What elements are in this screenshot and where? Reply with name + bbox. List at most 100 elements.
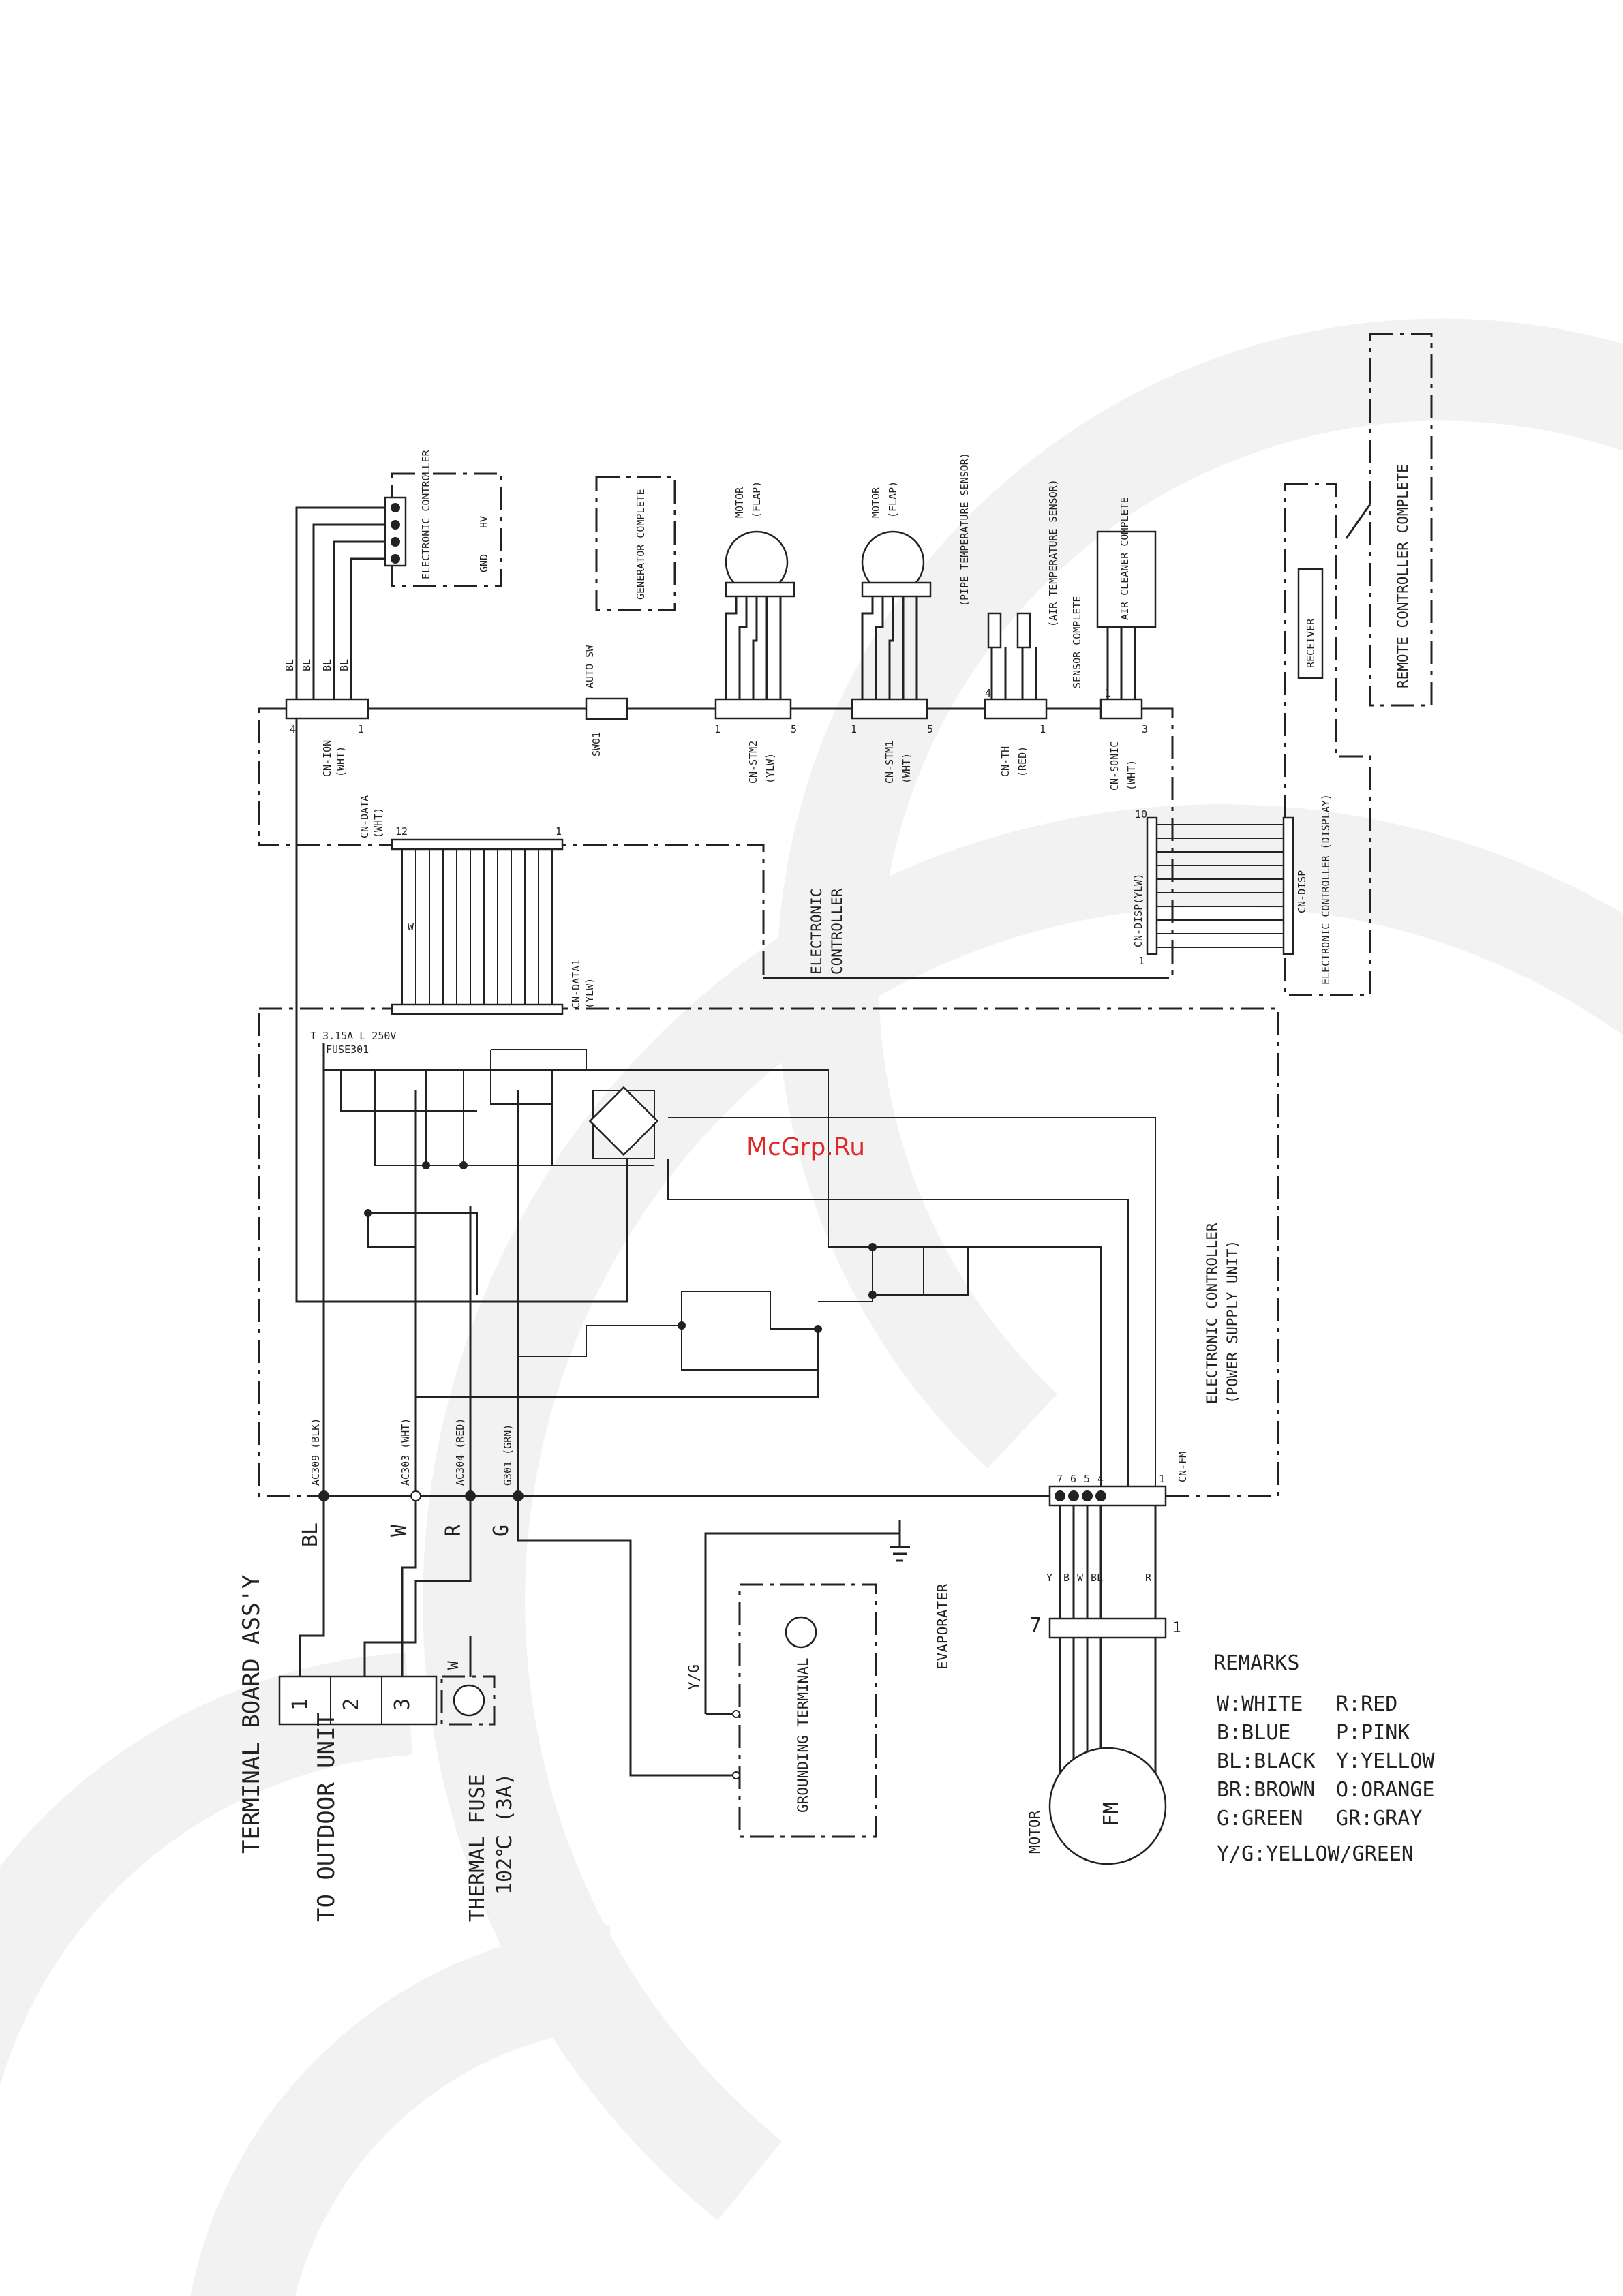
auto-switch[interactable]	[585, 697, 628, 720]
terminal-3-label: 3	[391, 1698, 414, 1711]
auto-sw-label: AUTO SW	[583, 645, 596, 688]
cn-ion-color: (WHT)	[335, 746, 347, 777]
terminal-board-title: TERMINAL BOARD ASS'Y	[238, 1575, 265, 1854]
air-cleaner-label: AIR CLEANER COMPLETE	[1119, 497, 1131, 620]
cn-th-pin-4: 4	[985, 687, 991, 699]
cn-stm2-pin-5: 5	[791, 723, 797, 735]
pipe-sensor-glyph	[987, 612, 1002, 649]
cn-disp-ylw-label: CN-DISP(YLW)	[1132, 874, 1144, 947]
air-sensor-label: (AIR TEMPERATURE SENSOR)	[1047, 479, 1059, 627]
remark-yellow: Y:YELLOW	[1336, 1749, 1435, 1773]
wire-w2-label: W	[445, 1661, 461, 1670]
air-cleaner-box	[1096, 530, 1157, 628]
power-unit-sub: (POWER SUPPLY UNIT)	[1224, 1240, 1241, 1404]
wire-bl-label: BL	[299, 1522, 322, 1547]
thermal-fuse-enclosure	[440, 1675, 496, 1726]
cn-data-label: CN-DATA	[359, 795, 371, 838]
pipe-sensor-label: (PIPE TEMPERATURE SENSOR)	[958, 453, 971, 607]
cn-disp-connector	[1282, 816, 1294, 955]
cn-ion-label: CN-ION	[321, 740, 333, 777]
cn-ion-wire-2: BL	[301, 659, 313, 671]
motor-wire-b: B	[1063, 1572, 1070, 1584]
fm-label: FM	[1099, 1802, 1123, 1826]
cn-fm-pin-5: 5	[1084, 1473, 1090, 1485]
remark-white: W:WHITE	[1217, 1692, 1303, 1716]
motor-connector	[1048, 1617, 1167, 1639]
remark-black: BL:BLACK	[1217, 1749, 1316, 1773]
remark-pink: P:PINK	[1336, 1721, 1410, 1745]
motor-flap-1-sub: (FLAP)	[887, 481, 899, 518]
ion-hv-label: HV	[478, 516, 490, 528]
bridge-rectifier	[588, 1086, 659, 1157]
ion-gnd-label: GND	[478, 554, 490, 572]
cn-ion-pin-1: 1	[358, 723, 364, 735]
terminal-block	[278, 1675, 438, 1726]
ion-generator-enclosure	[595, 476, 676, 611]
motor-flap-2-label: MOTOR	[733, 487, 746, 518]
main-controller-label-2: CONTROLLER	[829, 888, 845, 975]
motor-label: MOTOR	[1027, 1810, 1043, 1854]
thermal-fuse-label: THERMAL FUSE	[466, 1774, 489, 1922]
motor-wire-r: R	[1145, 1572, 1152, 1584]
cn-disp-pin-1: 1	[1138, 955, 1144, 967]
thermal-fuse-symbol	[453, 1684, 485, 1717]
cn-sonic-connector	[1099, 698, 1143, 720]
cn-fm-connector	[1048, 1485, 1167, 1507]
components	[278, 496, 1324, 1865]
air-sensor-glyph	[1016, 612, 1031, 649]
cn-stm1-pin-5: 5	[927, 723, 933, 735]
motor-flap-2-sub: (FLAP)	[750, 481, 763, 518]
cn-stm1-pin-1: 1	[851, 723, 857, 735]
cn-ion-wire-3: BL	[321, 659, 333, 671]
cn-stm2-connector	[714, 698, 792, 720]
power-unit-label: ELECTRONIC CONTROLLER	[1204, 1223, 1220, 1404]
cn-data-color: (WHT)	[372, 808, 384, 838]
fuse-rating: T 3.15A L 250V	[310, 1030, 396, 1042]
cn-sonic-color: (WHT)	[1125, 760, 1138, 791]
motor-pin-7: 7	[1029, 1614, 1042, 1638]
remark-gray: GR:GRAY	[1336, 1807, 1422, 1831]
cn-sonic-pin-3: 3	[1142, 723, 1148, 735]
cn-stm1-label: CN-STM1	[883, 741, 896, 784]
ion-controller-label: ELECTRONIC CONTROLLER	[420, 449, 432, 579]
ac303-label: AC303 (WHT)	[399, 1418, 412, 1486]
cn-sonic-pin-1: 1	[1104, 687, 1110, 699]
cn-fm-pin-1: 1	[1159, 1473, 1165, 1485]
cn-ion-pin-4: 4	[290, 723, 296, 735]
cn-stm2-pin-1: 1	[714, 723, 721, 735]
remark-green: G:GREEN	[1217, 1807, 1303, 1831]
cn-th-label: CN-TH	[999, 746, 1012, 777]
cn-th-color: (RED)	[1016, 746, 1029, 777]
receiver-label: RECEIVER	[1305, 618, 1317, 668]
remote-enclosure	[1369, 333, 1433, 707]
remark-blue: B:BLUE	[1217, 1721, 1290, 1745]
remote-controller-label: REMOTE CONTROLLER COMPLETE	[1395, 464, 1411, 688]
grounding-enclosure	[738, 1583, 877, 1838]
motor-wire-y: Y	[1046, 1572, 1052, 1584]
cn-data-connector	[391, 838, 564, 851]
cn-ion-wire-4: BL	[338, 659, 350, 671]
remark-brown: BR:BROWN	[1217, 1778, 1316, 1802]
sw01-label: SW01	[590, 732, 603, 756]
terminal-1-label: 1	[288, 1698, 312, 1711]
display-enclosure	[1284, 483, 1371, 996]
cn-ion-connector	[285, 698, 369, 720]
cn-fm-pin-6: 6	[1070, 1473, 1076, 1485]
main-controller-label: ELECTRONIC	[808, 889, 825, 975]
cn-fm-pin-4: 4	[1097, 1473, 1104, 1485]
cn-th-pin-1: 1	[1040, 723, 1046, 735]
cn-data1-connector	[391, 1003, 564, 1015]
remark-yellow-green: Y/G:YELLOW/GREEN	[1217, 1842, 1414, 1866]
evaporater-label: EVAPORATER	[935, 1583, 951, 1670]
cn-fm-pin-7: 7	[1057, 1473, 1063, 1485]
remarks-title: REMARKS	[1213, 1651, 1299, 1675]
cn-stm1-color: (WHT)	[900, 753, 913, 784]
power-unit-enclosure	[258, 1007, 1279, 1497]
motor-pin-1: 1	[1172, 1619, 1181, 1636]
cn-disp-label: CN-DISP	[1296, 870, 1308, 913]
display-controller-label: ELECTRONIC CONTROLLER (DISPLAY)	[1320, 794, 1332, 985]
fan-motor-circle	[1048, 1747, 1167, 1865]
grounding-terminal-label: GROUNDING TERMINAL	[795, 1657, 811, 1813]
cn-data-pin-1: 1	[556, 825, 562, 838]
